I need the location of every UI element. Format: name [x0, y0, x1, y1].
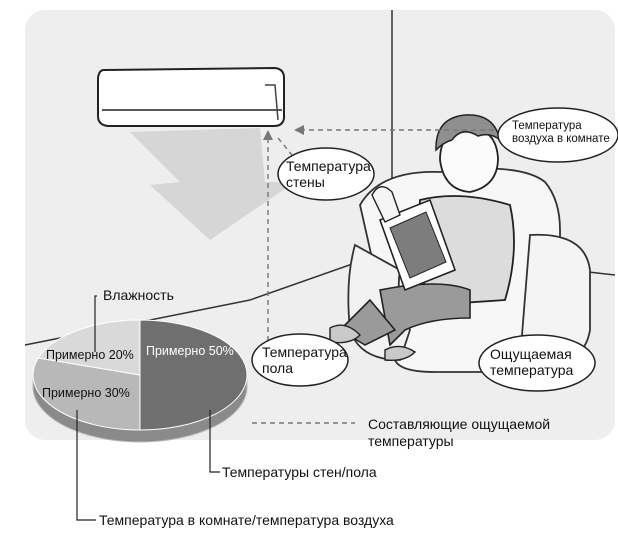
- pie-label-20: Примерно 20%: [46, 348, 134, 362]
- floor-temperature-label: Температура пола: [262, 344, 347, 377]
- pie-label-30: Примерно 30%: [42, 386, 130, 400]
- room-air-caption: Температура в комнате/температура воздух…: [99, 512, 394, 528]
- components-caption: Составляющие ощущаемой температуры: [368, 416, 551, 449]
- pie-slice-20: [37, 319, 141, 376]
- floor-temperature-bubble: [251, 333, 349, 387]
- pie-slice-50: [139, 319, 248, 431]
- measurement-arrows: [252, 129, 498, 424]
- air-temperature-label: Температура воздуха в комнате: [512, 120, 610, 146]
- pie-label-50: Примерно 50%: [146, 344, 234, 358]
- felt-temperature-bubble: [478, 334, 596, 392]
- person-reading-icon: [329, 114, 515, 362]
- arrow-heads: [263, 125, 304, 140]
- wall-temperature-label: Температура стены: [286, 158, 371, 191]
- felt-temperature-label: Ощущаемая температура: [490, 346, 574, 379]
- air-temperature-bubble: [497, 107, 618, 163]
- humidity-label: Влажность: [103, 287, 174, 303]
- walls-floor-caption: Температуры стен/пола: [222, 464, 377, 480]
- leader-lines: [76, 295, 220, 521]
- pie-slice-30: [32, 357, 141, 431]
- wall-temperature-bubble: [277, 147, 375, 201]
- pie-chart: [32, 319, 248, 443]
- air-conditioner-icon: [97, 66, 285, 127]
- airflow-arrow: [130, 128, 295, 240]
